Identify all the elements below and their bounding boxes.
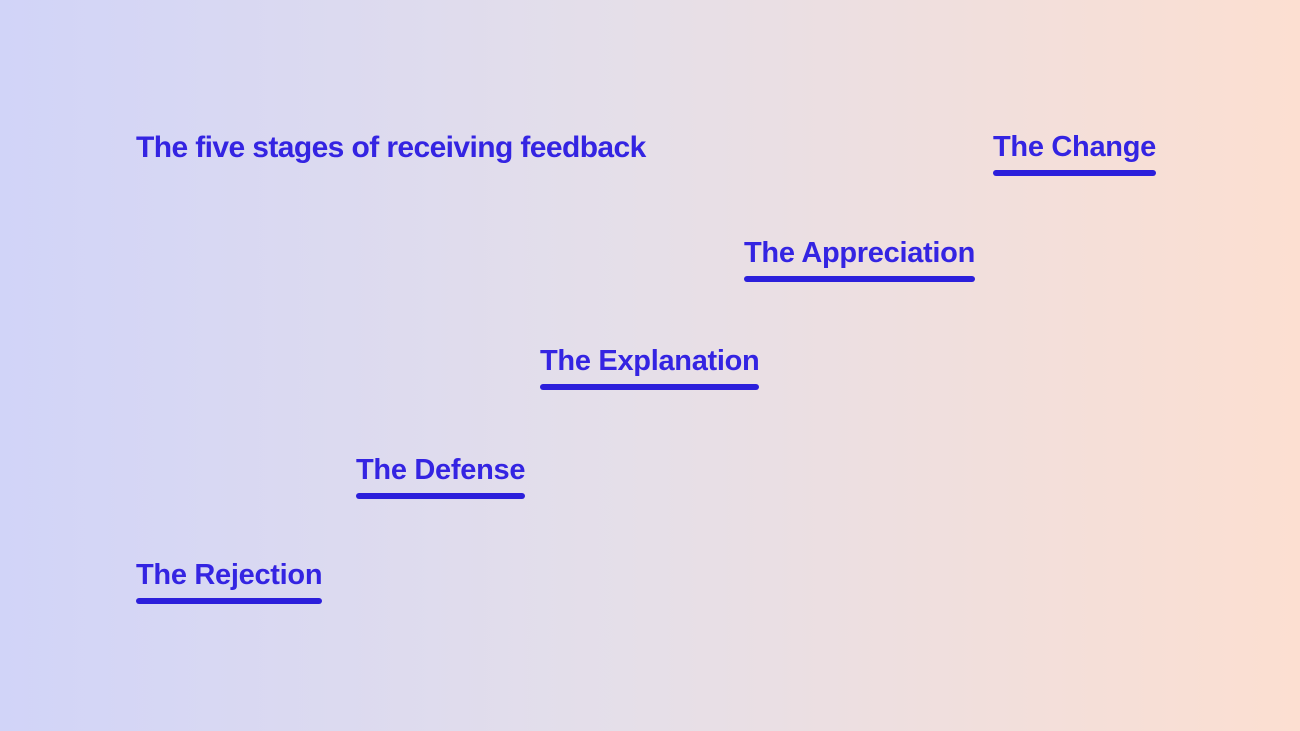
- stage-explanation: The Explanation: [540, 344, 760, 390]
- stage-rejection: The Rejection: [136, 558, 323, 604]
- stage-defense: The Defense: [356, 453, 525, 499]
- page-title: The five stages of receiving feedback: [136, 131, 646, 164]
- stage-change: The Change: [993, 130, 1156, 176]
- stage-appreciation: The Appreciation: [744, 236, 975, 282]
